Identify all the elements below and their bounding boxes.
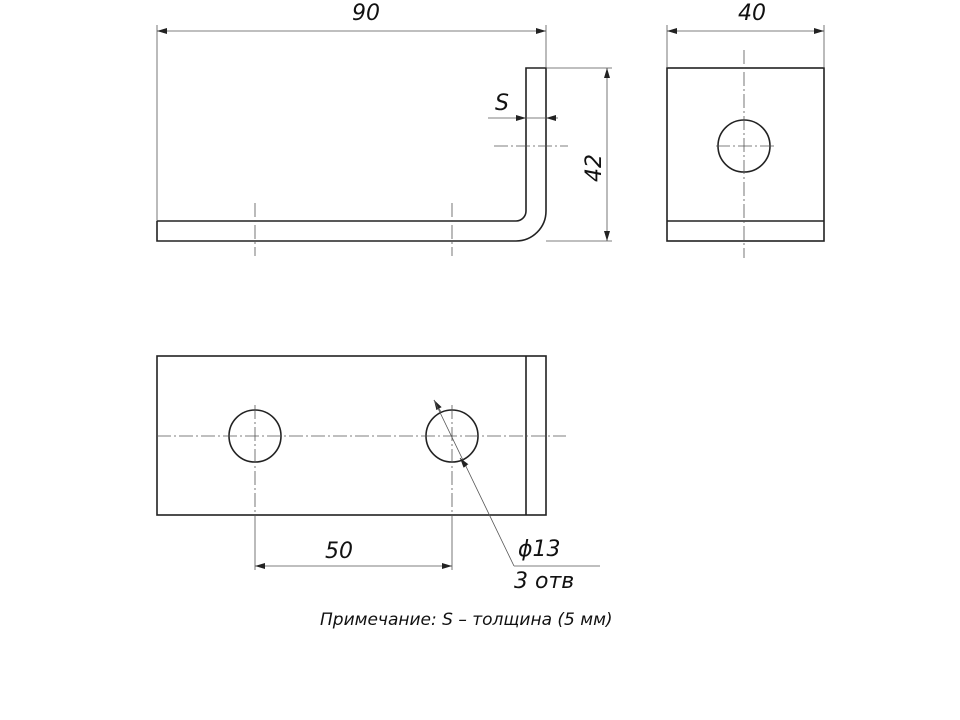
hole-count: 3 отв — [514, 569, 574, 594]
drawing-note: Примечание: S – толщина (5 мм) — [320, 610, 613, 630]
side-view — [666, 25, 825, 258]
front-view — [156, 25, 612, 256]
dimension-width: 40 — [738, 1, 766, 26]
dimension-hole-spacing: 50 — [325, 539, 353, 564]
dimension-hole-diameter: ϕ13 — [518, 537, 561, 562]
dimension-length: 90 — [352, 1, 380, 26]
dimension-height: 42 — [582, 154, 607, 182]
dimension-thickness: S — [495, 91, 509, 116]
top-view — [156, 355, 600, 570]
